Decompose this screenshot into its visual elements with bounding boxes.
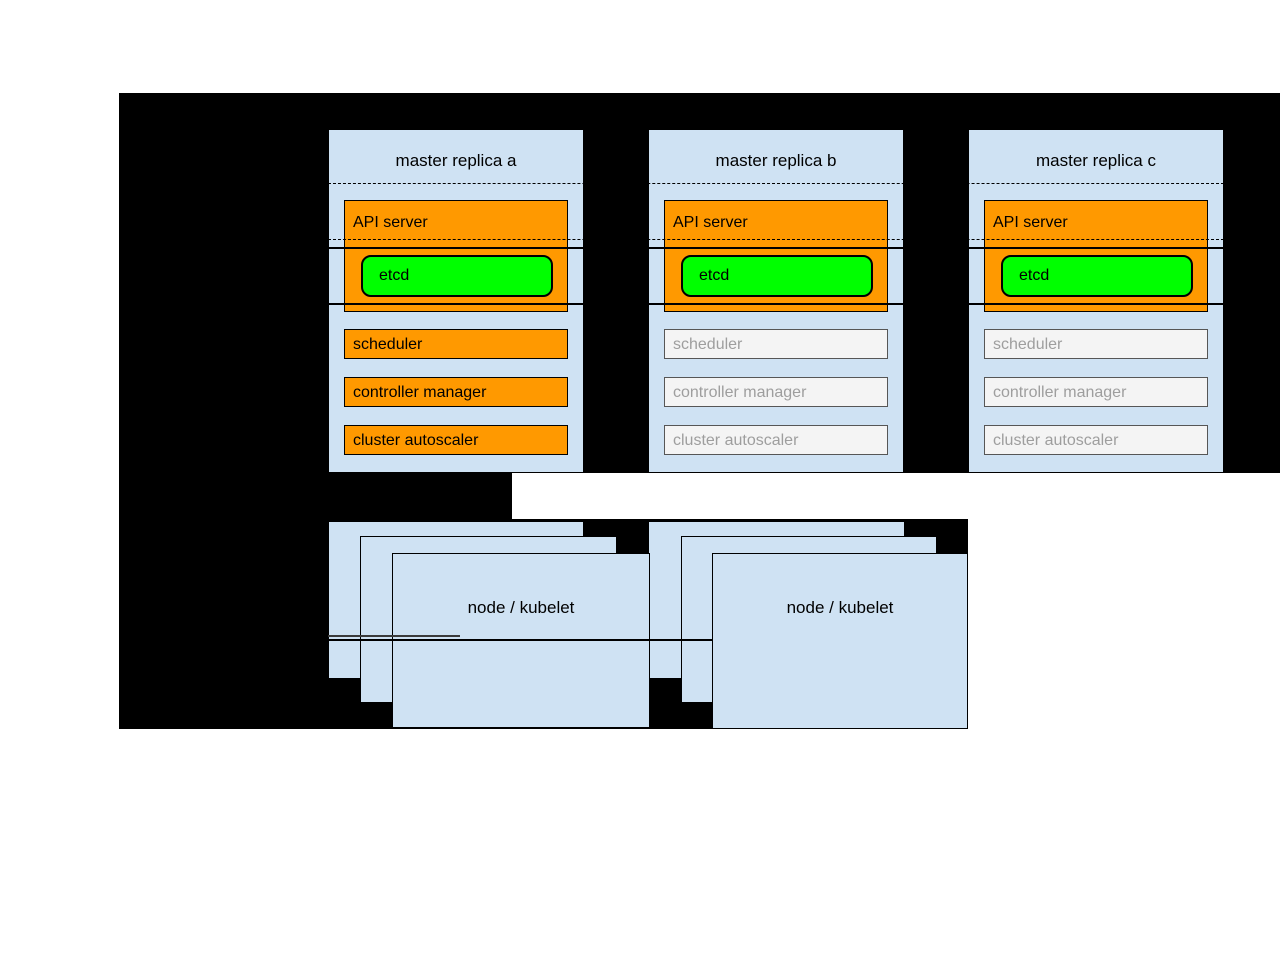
node-stack-right-front-box: node / kubelet: [712, 553, 968, 729]
etcd-bottom-separator-line: [328, 303, 1224, 305]
scheduler-box: scheduler: [664, 329, 888, 359]
controller-manager-label: controller manager: [673, 384, 807, 401]
node-kubelet-label: node / kubelet: [467, 598, 575, 617]
etcd-box: etcd: [681, 255, 873, 297]
api-server-label: API server: [353, 214, 428, 231]
controller-manager-box: controller manager: [984, 377, 1208, 407]
scheduler-label: scheduler: [673, 336, 743, 353]
etcd-box: etcd: [1001, 255, 1193, 297]
cluster-autoscaler-box: cluster autoscaler: [664, 425, 888, 455]
node-divider-line-gray: [328, 635, 460, 637]
master-replica-a-title: master replica a: [395, 151, 517, 170]
title-separator-dashed-line: [328, 183, 1224, 184]
background-panel-middle: [119, 473, 512, 519]
master-replica-b-title: master replica b: [715, 151, 837, 170]
scheduler-box: scheduler: [344, 329, 568, 359]
cluster-autoscaler-label: cluster autoscaler: [353, 432, 479, 449]
api-server-box: API server etcd: [984, 200, 1208, 312]
controller-manager-box: controller manager: [664, 377, 888, 407]
api-separator-dashed-line: [328, 239, 1224, 240]
controller-manager-label: controller manager: [993, 384, 1127, 401]
scheduler-label: scheduler: [993, 336, 1063, 353]
etcd-label: etcd: [699, 267, 730, 284]
scheduler-label: scheduler: [353, 336, 423, 353]
api-server-box: API server etcd: [344, 200, 568, 312]
etcd-label: etcd: [379, 267, 410, 284]
controller-manager-box: controller manager: [344, 377, 568, 407]
cluster-autoscaler-label: cluster autoscaler: [993, 432, 1119, 449]
api-server-label: API server: [993, 214, 1068, 231]
api-server-box: API server etcd: [664, 200, 888, 312]
master-replica-c-panel: master replica c API server etcd schedul…: [968, 129, 1224, 473]
master-replica-a-panel: master replica a API server etcd schedul…: [328, 129, 584, 473]
cluster-autoscaler-box: cluster autoscaler: [984, 425, 1208, 455]
api-server-label: API server: [673, 214, 748, 231]
node-divider-line: [320, 639, 712, 641]
master-replica-c-title: master replica c: [1036, 151, 1156, 170]
node-kubelet-label: node / kubelet: [786, 598, 894, 617]
cluster-autoscaler-box: cluster autoscaler: [344, 425, 568, 455]
scheduler-box: scheduler: [984, 329, 1208, 359]
controller-manager-label: controller manager: [353, 384, 487, 401]
cluster-autoscaler-label: cluster autoscaler: [673, 432, 799, 449]
master-replica-b-panel: master replica b API server etcd schedul…: [648, 129, 904, 473]
etcd-top-separator-line: [328, 247, 1224, 249]
etcd-box: etcd: [361, 255, 553, 297]
etcd-label: etcd: [1019, 267, 1050, 284]
